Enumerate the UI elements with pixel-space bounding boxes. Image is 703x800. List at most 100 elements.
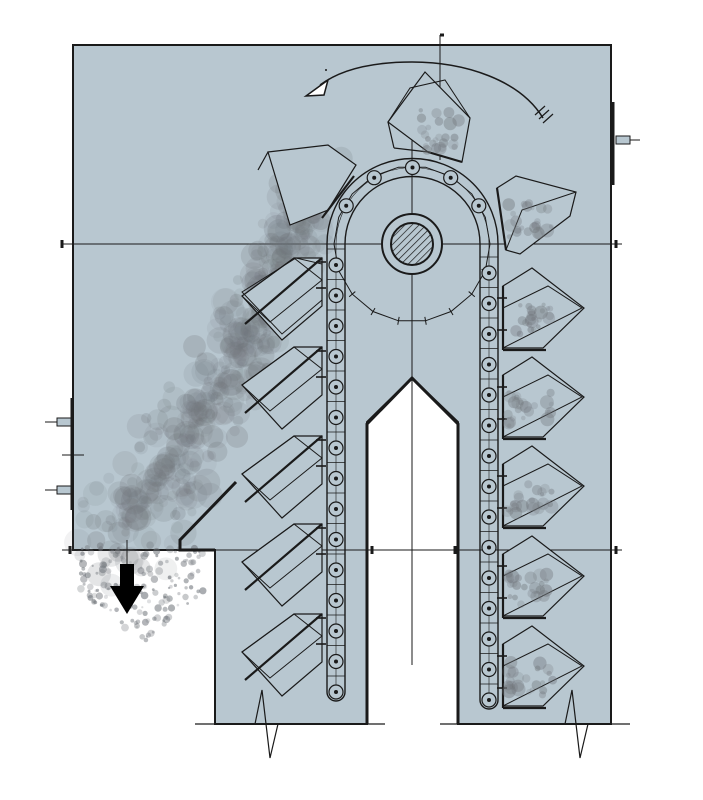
bucket-material — [539, 580, 545, 587]
bucket-material — [548, 224, 554, 230]
material-particle — [267, 219, 291, 243]
right-break-line — [440, 689, 630, 759]
material-particle — [180, 409, 202, 430]
chain-pin — [334, 354, 338, 359]
material-particle — [164, 615, 169, 620]
right-bucket — [497, 267, 585, 352]
bucket-material — [521, 415, 526, 421]
material-particle — [135, 625, 139, 629]
material-particle — [228, 321, 254, 348]
material-particle — [82, 572, 87, 577]
bucket-material — [517, 600, 525, 608]
bucket-material — [538, 691, 547, 699]
material-particle — [159, 464, 177, 482]
bucket-material — [539, 308, 546, 314]
material-particle — [188, 402, 208, 422]
bucket-material — [539, 567, 554, 582]
material-particle — [286, 222, 296, 232]
material-particle — [77, 585, 85, 593]
material-particle — [295, 221, 314, 240]
material-particle — [254, 270, 264, 281]
material-particle — [162, 596, 171, 604]
material-particle — [278, 232, 302, 256]
chain-pin — [410, 165, 415, 170]
material-particle — [150, 494, 178, 522]
material-particle — [143, 550, 150, 558]
material-particle — [174, 556, 179, 561]
bucket-material — [517, 316, 527, 326]
material-particle — [176, 430, 202, 456]
material-particle — [87, 589, 91, 593]
material-particle — [229, 336, 255, 362]
material-particle — [154, 604, 162, 612]
material-particle — [188, 406, 208, 426]
material-particle — [258, 253, 275, 270]
bucket-material — [545, 306, 551, 311]
material-particle — [119, 620, 124, 625]
bucket-material — [511, 679, 525, 692]
material-particle — [179, 394, 196, 411]
bucket-material — [546, 670, 552, 677]
material-particle — [140, 591, 149, 600]
material-particle — [75, 510, 94, 529]
rotation-arrow — [303, 61, 554, 124]
material-particle — [114, 550, 121, 557]
material-particle — [171, 478, 191, 497]
material-particle — [157, 476, 181, 501]
material-particle — [91, 564, 94, 568]
bucket-material — [434, 117, 444, 126]
material-particle — [298, 235, 321, 258]
chain-pin — [334, 385, 338, 389]
material-particle — [144, 422, 170, 448]
material-particle — [171, 521, 183, 534]
material-particle — [175, 488, 198, 511]
material-particle — [135, 619, 141, 625]
down-arrow-icon — [110, 540, 144, 614]
material-particle — [105, 568, 112, 574]
chain-pin — [334, 446, 338, 450]
material-particle — [186, 552, 192, 558]
material-particle — [87, 595, 94, 601]
bucket-material — [509, 683, 516, 690]
material-particle — [140, 530, 162, 552]
material-particle — [80, 551, 85, 556]
material-particle — [81, 566, 86, 571]
material-particle — [216, 385, 245, 413]
material-particle — [169, 584, 173, 589]
material-particle — [131, 462, 145, 476]
material-particle — [148, 477, 157, 486]
chain-pin — [487, 362, 491, 367]
material-particle — [180, 399, 204, 424]
bucket-material — [525, 313, 537, 326]
material-particle — [137, 567, 145, 575]
material-particle — [121, 623, 129, 632]
bucket-material — [527, 588, 537, 599]
material-particle — [174, 487, 195, 508]
bucket-material — [534, 230, 544, 240]
bucket-material — [544, 407, 557, 419]
material-particle — [267, 335, 280, 349]
material-particle — [89, 480, 104, 496]
material-particle — [201, 408, 216, 424]
material-particle — [257, 218, 268, 229]
material-particle — [107, 521, 131, 545]
bucket-material — [534, 218, 541, 225]
material-particle — [150, 575, 159, 583]
material-particle — [151, 588, 155, 591]
bucket-material — [510, 325, 522, 337]
material-particle — [229, 369, 241, 381]
material-particle — [195, 361, 216, 382]
material-particle — [219, 315, 237, 333]
material-particle — [277, 236, 297, 255]
material-particle — [126, 490, 150, 514]
bucket-material — [429, 139, 437, 147]
material-particle — [134, 623, 140, 629]
bucket-material — [503, 409, 513, 420]
material-particle — [141, 583, 148, 590]
material-particle — [141, 606, 144, 609]
material-particle — [187, 507, 197, 517]
material-particle — [133, 502, 152, 521]
material-particle — [164, 444, 183, 462]
material-particle — [91, 599, 97, 605]
